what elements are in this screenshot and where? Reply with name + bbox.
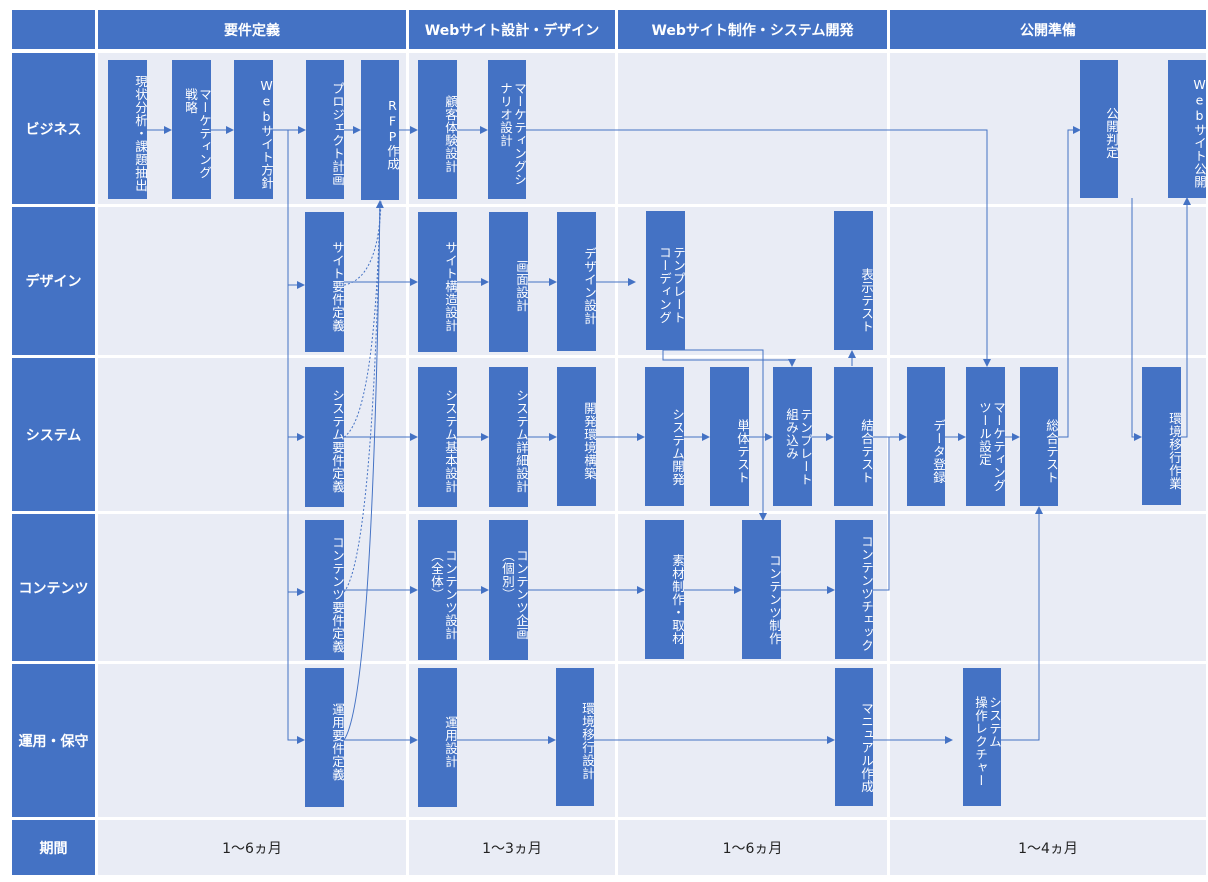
task-kankyo-ikou-sekkei: 環境移行設計 <box>556 668 595 806</box>
phase-header-design: Webサイト設計・デザイン <box>409 10 615 49</box>
task-system-yoken: システム要件定義 <box>305 367 345 507</box>
task-sogo: 総合テスト <box>1020 367 1059 506</box>
task-marketing: マーケティング 戦略 <box>172 60 212 199</box>
task-genjo: 現状分析・課題抽出 <box>108 60 148 199</box>
task-hyoji: 表示テスト <box>834 211 874 350</box>
task-template-kumikomi: テンプレート 組み込み <box>773 367 813 506</box>
task-site-kozo: サイト構造設計 <box>418 212 458 352</box>
task-mktool: マーケティング ツール設定 <box>966 367 1006 506</box>
phase-header-development: Webサイト制作・システム開発 <box>618 10 887 49</box>
task-tantai: 単体テスト <box>710 367 750 506</box>
task-kohyo: Webサイト公開 <box>1168 60 1207 198</box>
task-unyo-sekkei: 運用設計 <box>418 668 458 807</box>
row-header-system: システム <box>12 358 95 511</box>
task-design: デザイン設計 <box>557 212 597 351</box>
task-contents-seisaku: コンテンツ制作 <box>742 520 782 659</box>
period-development: 1～6ヵ月 <box>722 840 783 857</box>
task-ikou: 環境移行作業 <box>1142 367 1182 505</box>
period-requirements: 1～6ヵ月 <box>222 840 282 857</box>
task-project: プロジェクト計画 <box>306 60 345 199</box>
lane-business <box>98 53 1206 204</box>
task-lecture: システム 操作レクチャー <box>963 668 1002 806</box>
row-header-business: ビジネス <box>12 53 95 204</box>
task-contents-yoken: コンテンツ要件定義 <box>305 520 345 660</box>
row-header-period: 期間 <box>12 820 95 875</box>
task-system-shosai: システム詳細設計 <box>489 367 529 507</box>
task-contents-kikaku: コンテンツ企画 （個別） <box>489 520 529 660</box>
task-scenario: マーケティングシ ナリオ設計 <box>488 60 527 199</box>
task-data: データ登録 <box>907 367 946 506</box>
task-kokyaku: 顧客体験設計 <box>418 60 458 199</box>
task-contents-check: コンテンツチェック <box>835 520 874 659</box>
task-houshin: Webサイト方針 <box>234 60 274 199</box>
period-design: 1～3ヵ月 <box>482 840 542 857</box>
column-divider <box>615 53 618 875</box>
task-site-yoken: サイト要件定義 <box>305 212 345 352</box>
task-template: テンプレート コーディング <box>646 211 686 350</box>
task-sozai: 素材制作・取材 <box>645 520 685 659</box>
row-header-operation: 運用・保守 <box>12 664 95 817</box>
task-system-kaihatsu: システム開発 <box>645 367 685 506</box>
task-rfp: RFP作成 <box>361 60 400 200</box>
task-contents-sekkei: コンテンツ設計 （全体） <box>418 520 458 660</box>
column-divider <box>406 53 409 875</box>
task-kaihatsu-kankyo: 開発環境構築 <box>557 367 597 506</box>
row-header-design: デザイン <box>12 207 95 355</box>
task-system-kihon: システム基本設計 <box>418 367 458 507</box>
task-gamen: 画面設計 <box>489 212 529 352</box>
phase-header-release: 公開準備 <box>890 10 1206 49</box>
task-ketsugo: 結合テスト <box>834 367 874 506</box>
lane-period <box>98 820 1206 875</box>
period-release: 1～4ヵ月 <box>1018 840 1078 857</box>
task-unyo-yoken: 運用要件定義 <box>305 668 345 807</box>
row-header-contents: コンテンツ <box>12 514 95 661</box>
task-kohyo-hantei: 公開判定 <box>1080 60 1119 198</box>
task-manual: マニュアル作成 <box>835 668 874 806</box>
header-corner <box>12 10 95 49</box>
phase-header-requirements: 要件定義 <box>98 10 406 49</box>
